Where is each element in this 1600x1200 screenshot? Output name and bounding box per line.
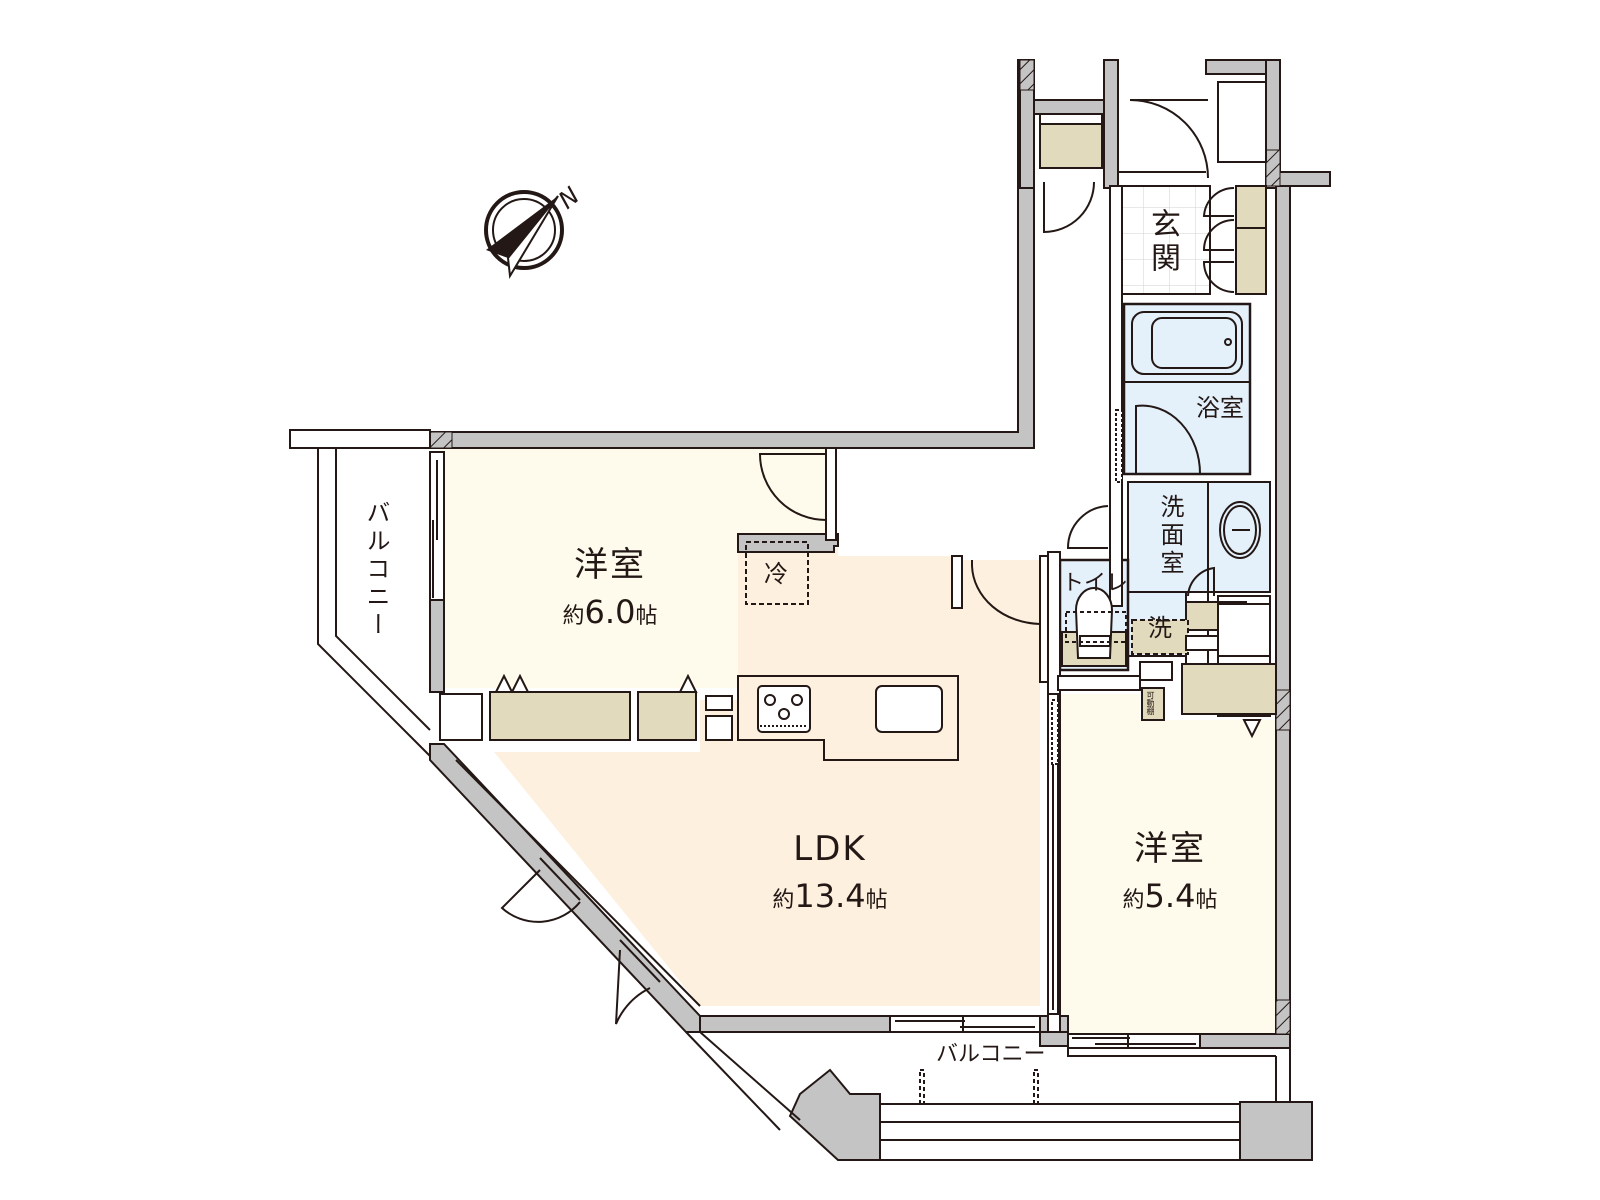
bathroom-floor <box>1122 302 1252 476</box>
ldk-floor <box>494 548 1040 1006</box>
western-room-2-name: 洋室 <box>1134 829 1206 869</box>
sink-icon <box>875 685 943 733</box>
washroom-label: 洗面室 <box>1156 494 1184 578</box>
movable-shelf <box>1141 687 1165 721</box>
entrance-label: 玄関 <box>1145 208 1180 276</box>
movable-shelf-label: 可動棚 <box>1146 691 1155 715</box>
ldk-size: 約13.4帖 <box>772 877 888 915</box>
ldk-label: LDK 約13.4帖 <box>760 832 900 912</box>
western-room-1-name: 洋室 <box>574 545 646 585</box>
south-balcony-label: バルコニー <box>936 1042 1046 1067</box>
toilet-label: トイレ <box>1062 571 1129 596</box>
refrigerator-label: 冷 <box>764 560 788 588</box>
stove-icon <box>757 685 811 733</box>
fridge-space <box>745 541 809 605</box>
storage <box>489 123 1277 741</box>
western-room-1-floor <box>440 448 828 688</box>
washbasin-icon <box>1219 501 1261 559</box>
western-room-1-size: 約6.0帖 <box>562 593 658 631</box>
bathroom-label: 浴室 <box>1196 394 1244 422</box>
compass-icon <box>484 190 564 280</box>
toilet-icon <box>1065 587 1127 659</box>
entrance-floor <box>1121 185 1211 295</box>
west-balcony <box>289 429 431 757</box>
western-room-2-floor <box>1058 694 1276 1034</box>
ldk-name: LDK <box>793 829 867 869</box>
west-balcony-label: バルコニー <box>362 500 390 640</box>
bathtub-icon <box>1131 311 1243 375</box>
washing-machine-label: 洗 <box>1148 614 1172 642</box>
western-room-2-label: 洋室 約5.4帖 <box>1100 832 1240 912</box>
western-room-1-label: 洋室 約6.0帖 <box>540 548 680 628</box>
western-room-2-size: 約5.4帖 <box>1122 877 1218 915</box>
doors <box>758 99 1235 625</box>
